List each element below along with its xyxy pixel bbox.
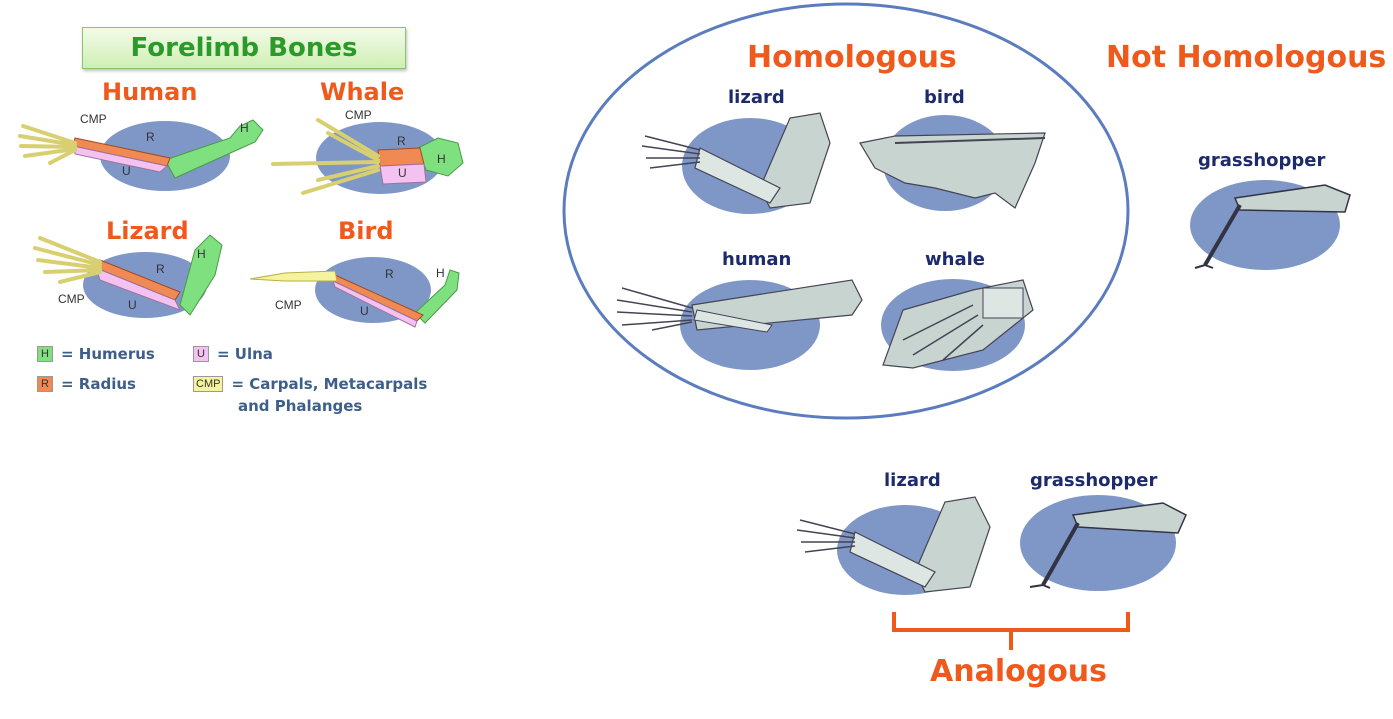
forelimb-title: Forelimb Bones xyxy=(130,33,358,63)
lizard-r-label: R xyxy=(156,262,165,276)
whale-r-label: R xyxy=(397,134,406,148)
lizard-h-label: H xyxy=(197,247,206,261)
human-forelimb-diagram xyxy=(18,119,264,191)
legend-humerus: H = Humerus xyxy=(37,345,155,363)
homologous-whale-limb xyxy=(881,279,1034,371)
homologous-human-limb xyxy=(616,279,863,370)
human-h-label: H xyxy=(240,121,249,135)
bird-cmp-label: CMP xyxy=(275,298,302,312)
radius-swatch: R xyxy=(37,376,53,392)
analogous-grasshopper-limb xyxy=(1020,495,1187,591)
forelimb-title-box: Forelimb Bones xyxy=(82,27,406,69)
cmp-swatch: CMP xyxy=(193,376,224,392)
analogous-lizard-label: lizard xyxy=(884,470,941,491)
cmp-legend-text-line2: and Phalanges xyxy=(238,397,363,415)
homologous-whale-label: whale xyxy=(925,249,985,270)
lizard-u-label: U xyxy=(128,298,137,312)
ulna-legend-text: = Ulna xyxy=(217,345,273,363)
not-homologous-heading: Not Homologous xyxy=(1106,40,1387,75)
human-cmp-label: CMP xyxy=(80,112,107,126)
whale-heading: Whale xyxy=(320,78,405,106)
homologous-bird-label: bird xyxy=(924,87,965,108)
not-homologous-grasshopper-limb xyxy=(1190,180,1351,270)
homologous-bird-limb xyxy=(859,115,1046,211)
bird-u-label: U xyxy=(360,304,369,318)
whale-cmp-label: CMP xyxy=(345,108,372,122)
bird-forelimb-diagram xyxy=(249,257,460,328)
analogous-lizard-limb xyxy=(796,496,991,595)
ulna-swatch: U xyxy=(193,346,209,362)
whale-u-label: U xyxy=(398,166,407,180)
human-u-label: U xyxy=(122,164,131,178)
bird-heading: Bird xyxy=(338,217,394,245)
human-heading: Human xyxy=(102,78,198,106)
homologous-human-label: human xyxy=(722,249,792,270)
lizard-heading: Lizard xyxy=(106,217,189,245)
homologous-lizard-limb xyxy=(641,112,831,214)
humerus-swatch: H xyxy=(37,346,53,362)
lizard-cmp-label: CMP xyxy=(58,292,85,306)
humerus-legend-text: = Humerus xyxy=(61,345,155,363)
lizard-forelimb-diagram xyxy=(33,234,223,318)
legend-radius: R = Radius xyxy=(37,375,136,393)
not-homologous-grasshopper-label: grasshopper xyxy=(1198,150,1326,171)
human-r-label: R xyxy=(146,130,155,144)
homologous-heading: Homologous xyxy=(747,40,957,75)
analogous-grasshopper-label: grasshopper xyxy=(1030,470,1158,491)
bird-h-label: H xyxy=(436,266,445,280)
analogous-heading: Analogous xyxy=(930,654,1108,689)
whale-forelimb-diagram xyxy=(271,118,464,195)
legend-cmp: CMP = Carpals, Metacarpals xyxy=(193,375,427,393)
legend-ulna: U = Ulna xyxy=(193,345,273,363)
radius-legend-text: = Radius xyxy=(61,375,136,393)
whale-h-label: H xyxy=(437,152,446,166)
cmp-legend-text: = Carpals, Metacarpals xyxy=(231,375,428,393)
bird-r-label: R xyxy=(385,267,394,281)
homologous-lizard-label: lizard xyxy=(728,87,785,108)
